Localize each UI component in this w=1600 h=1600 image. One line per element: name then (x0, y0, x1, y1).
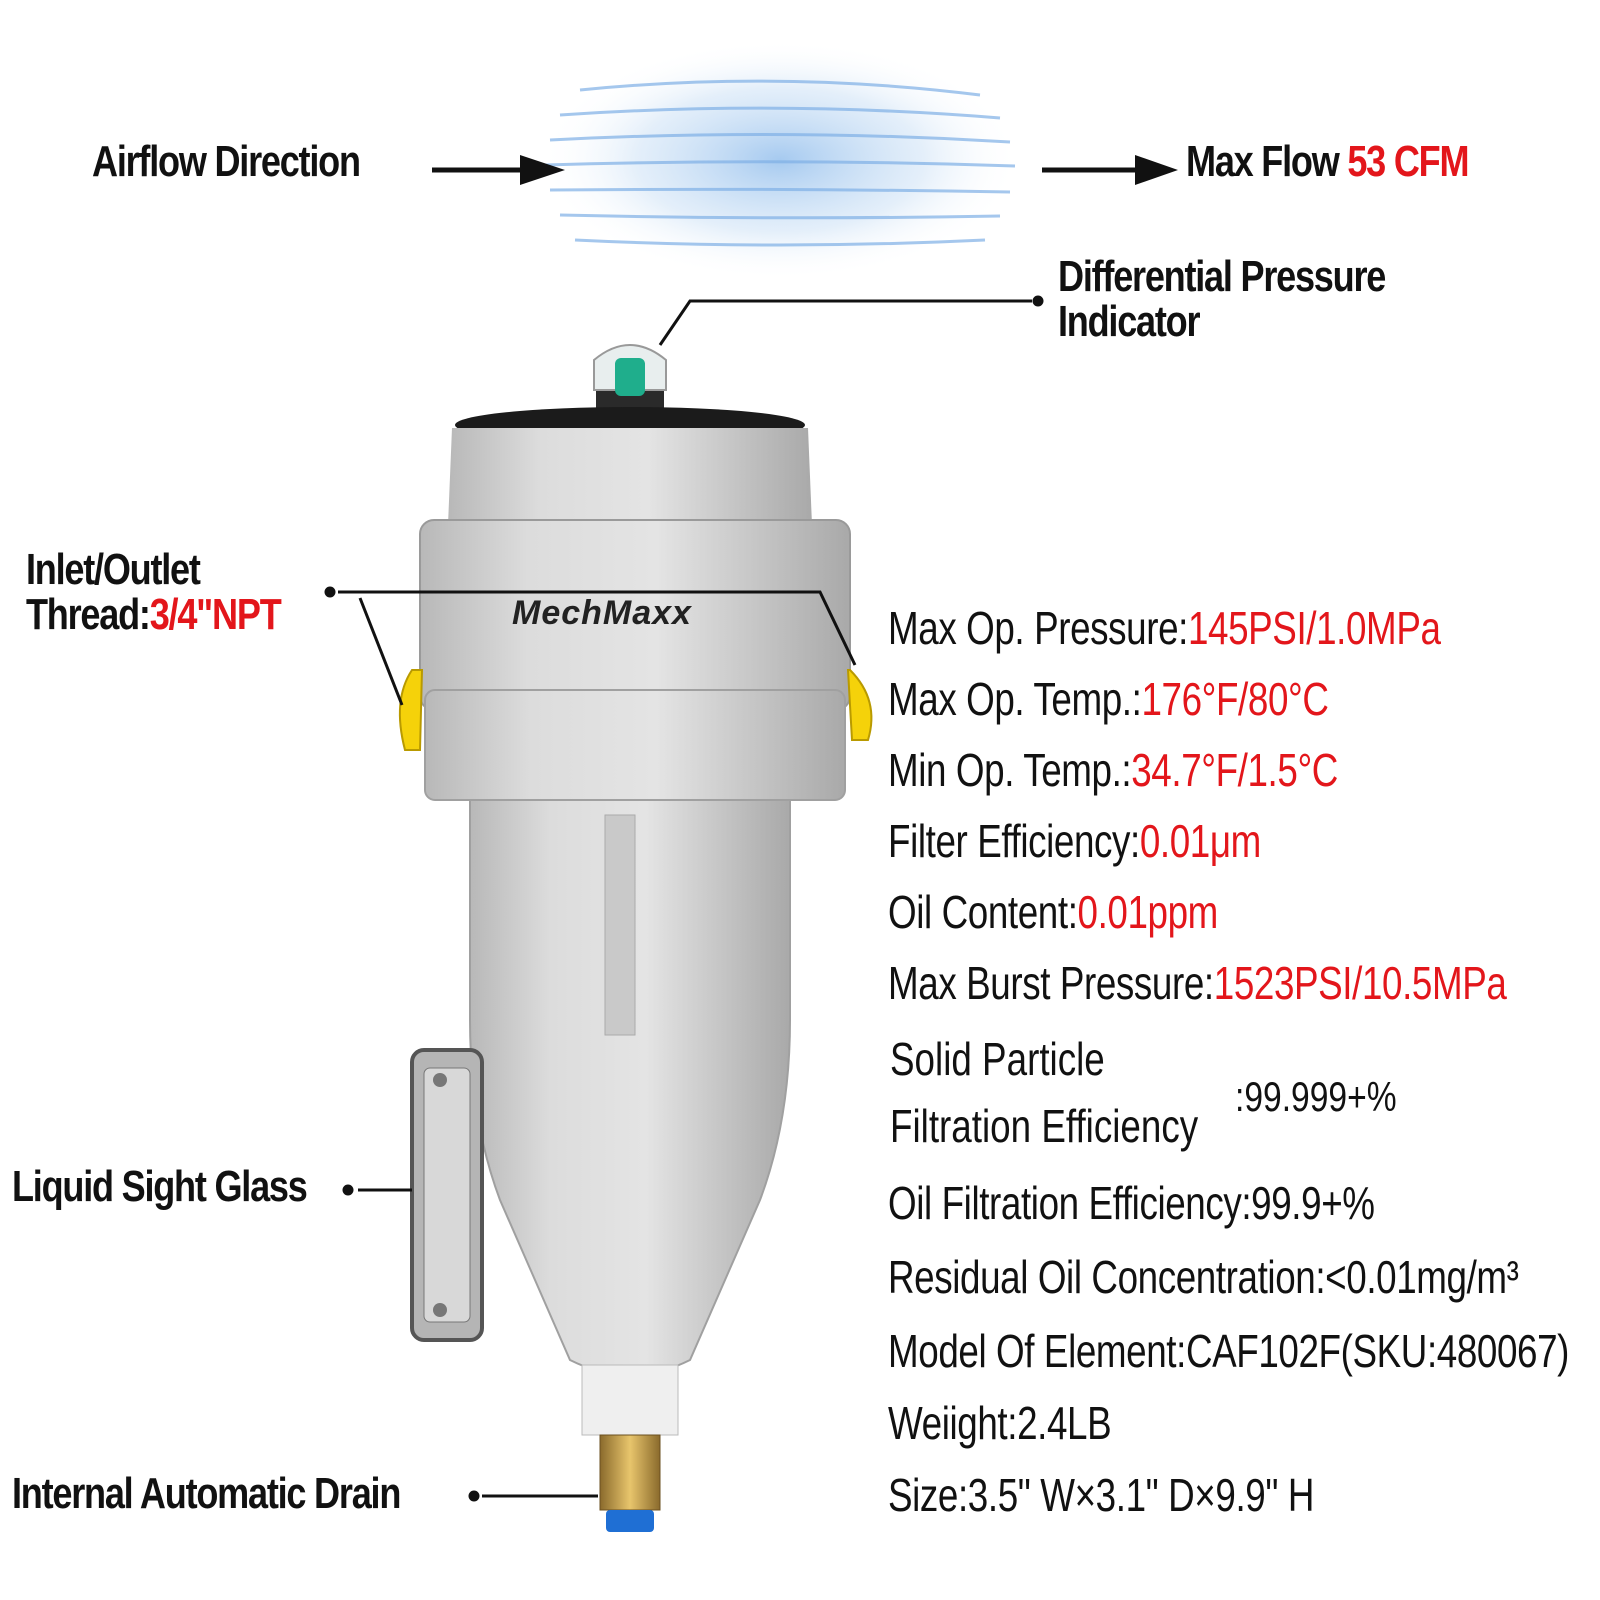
spec-value: 0.01ppm (1077, 886, 1219, 938)
airflow-direction-label: Airflow Direction (92, 137, 361, 186)
airflow-streaks (540, 40, 1020, 280)
spec-label: Oil Content: (888, 886, 1078, 938)
spec-label: Min Op. Temp.: (888, 744, 1132, 796)
spec-label: Filter Efficiency: (888, 815, 1140, 867)
spec-oil-filtration-efficiency: Oil Filtration Efficiency:99.9+% (888, 1177, 1375, 1229)
spec-max-burst-pressure: Max Burst Pressure:1523PSI/10.5MPa (888, 957, 1507, 1009)
spec-max-op-temp: Max Op. Temp.:176°F/80°C (888, 676, 1329, 722)
max-flow-text: Max Flow (1186, 137, 1340, 186)
liquid-sight-glass-label: Liquid Sight Glass (12, 1162, 308, 1211)
spec-filter-efficiency: Filter Efficiency:0.01μm (888, 818, 1261, 864)
spec-solid-particle-value: :99.999+% (1235, 1073, 1397, 1120)
spec-residual-oil: Residual Oil Concentration:<0.01mg/m³ (888, 1251, 1519, 1303)
differential-pressure-line2: Indicator (1058, 296, 1201, 346)
airflow-arrow-left (432, 155, 565, 185)
spec-size: Size:3.5" W×3.1" D×9.9" H (888, 1469, 1315, 1521)
spec-solid-particle-line2: Filtration Efficiency (890, 1100, 1199, 1152)
brand-logo: MechMaxx (512, 594, 692, 632)
spec-min-op-temp: Min Op. Temp.:34.7°F/1.5°C (888, 747, 1338, 793)
spec-value: 1523PSI/10.5MPa (1213, 957, 1507, 1009)
internal-automatic-drain-label: Internal Automatic Drain (12, 1469, 401, 1518)
thread-label: Thread: (26, 589, 151, 639)
spec-model-of-element: Model Of Element:CAF102F(SKU:480067) (888, 1325, 1570, 1377)
spec-max-op-pressure: Max Op. Pressure:145PSI/1.0MPa (888, 605, 1441, 651)
thread-value: 3/4"NPT (149, 589, 282, 639)
spec-oil-content: Oil Content:0.01ppm (888, 889, 1218, 935)
inlet-outlet-line1: Inlet/Outlet (26, 545, 201, 594)
inlet-outlet-label: Inlet/Outlet Thread:3/4"NPT (26, 545, 282, 639)
spec-weight: Weiight:2.4LB (888, 1397, 1112, 1449)
spec-value: 0.01μm (1139, 815, 1261, 867)
leader-lines (324, 295, 1044, 1502)
spec-solid-particle-line1: Solid Particle (890, 1033, 1105, 1085)
differential-pressure-label: Differential Pressure Indicator (1058, 252, 1386, 346)
max-flow-label: Max Flow 53 CFM (1186, 137, 1470, 186)
spec-value: 34.7°F/1.5°C (1131, 744, 1338, 796)
spec-label: Max Op. Temp.: (888, 673, 1142, 725)
spec-value: 145PSI/1.0MPa (1187, 602, 1441, 654)
spec-label: Max Op. Pressure: (888, 602, 1188, 654)
filter-housing (398, 344, 873, 1532)
spec-label: Max Burst Pressure: (888, 957, 1214, 1009)
differential-pressure-line1: Differential Pressure (1058, 252, 1386, 301)
thread-line: Thread:3/4"NPT (26, 589, 282, 639)
spec-value: 176°F/80°C (1141, 673, 1329, 725)
max-flow-value: 53 CFM (1347, 137, 1469, 186)
airflow-arrow-right (1042, 155, 1178, 185)
